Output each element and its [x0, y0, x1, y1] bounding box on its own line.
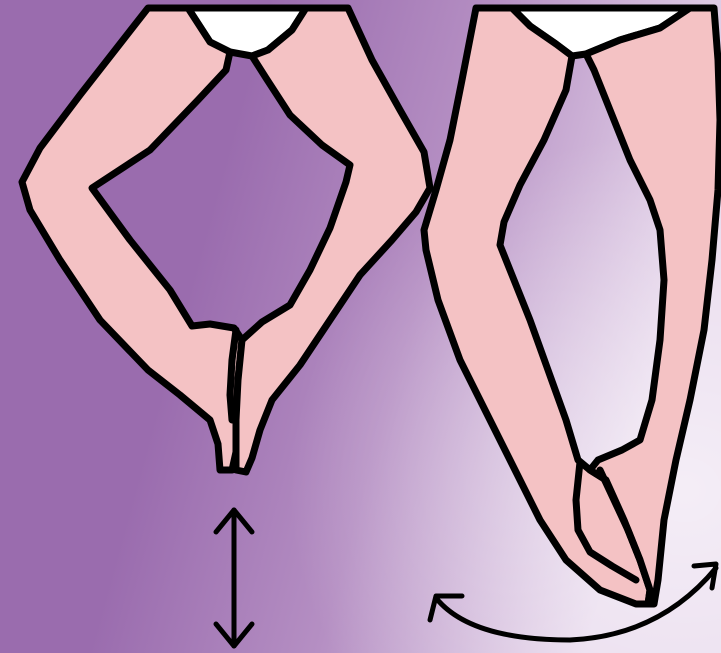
legs-movement-illustration — [0, 0, 721, 653]
illustration-canvas — [0, 0, 721, 653]
